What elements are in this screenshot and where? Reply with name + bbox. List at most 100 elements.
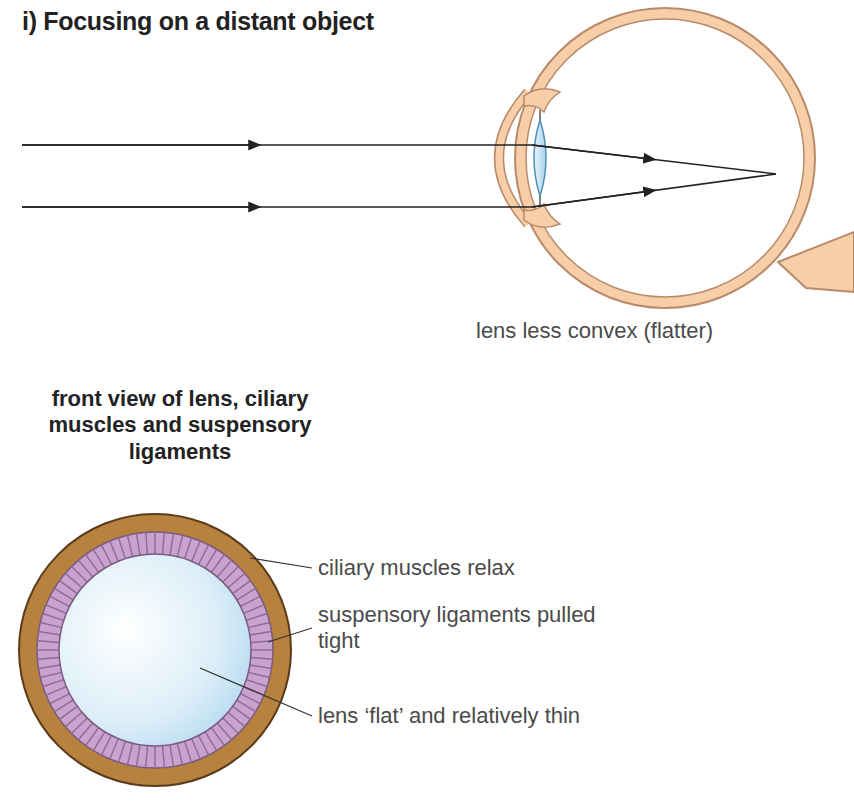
- suspensory-ligament-ring: [37, 532, 273, 768]
- ligament-stripe: [60, 706, 78, 719]
- ligament-stripe: [170, 534, 174, 556]
- ligament-stripe: [251, 658, 273, 660]
- ligament-stripe: [40, 623, 61, 628]
- ligament-stripe: [177, 743, 182, 764]
- ray-arrow: [22, 144, 255, 146]
- leader-line: [250, 558, 312, 568]
- ligament-stripe: [250, 632, 272, 636]
- ligament-stripes: [37, 532, 273, 768]
- ligament-stripe: [246, 614, 267, 621]
- ligament-stripe: [60, 581, 78, 594]
- label: lens ‘flat’ and relatively thin: [318, 703, 580, 729]
- ligament-stripe: [54, 588, 73, 600]
- ligament-stripe: [241, 596, 261, 606]
- ligament-stripe: [119, 538, 126, 559]
- ligament-stripe: [237, 700, 256, 712]
- ligament-stripe: [43, 614, 64, 621]
- ligament-stripe: [228, 712, 245, 726]
- ligament-stripe: [86, 728, 99, 746]
- ligament-stripe: [50, 596, 70, 606]
- title: i) Focusing on a distant object: [22, 6, 374, 36]
- ligament-stripe: [37, 649, 59, 650]
- ligament-stripe: [54, 700, 73, 712]
- ligament-stripe: [39, 665, 61, 669]
- ligament-stripe: [241, 694, 261, 704]
- ligament-stripe: [37, 641, 59, 643]
- ligament-stripe: [137, 745, 141, 767]
- ray-arrow: [532, 191, 650, 207]
- ligament-stripe: [177, 535, 182, 556]
- ligament-stripe: [185, 538, 192, 559]
- cornea-fill: [499, 92, 528, 224]
- ligament-stripe: [154, 532, 155, 554]
- light-ray: [532, 145, 776, 174]
- ligament-stripe: [154, 746, 155, 768]
- ligament-stripe: [40, 672, 61, 677]
- ligament-stripe: [46, 687, 66, 696]
- ligament-stripe: [65, 573, 82, 587]
- ligament-stripe: [93, 732, 105, 751]
- ligament-stripe: [211, 728, 224, 746]
- ligament-stripe: [170, 745, 174, 767]
- ligament-stripe: [39, 632, 61, 636]
- ligament-stripe: [93, 549, 105, 568]
- label: suspensory ligaments pulled tight: [318, 602, 638, 655]
- ligament-stripe: [72, 718, 88, 734]
- ligament-stripe: [248, 672, 269, 677]
- ligament-stripe: [86, 555, 99, 573]
- ligament-stripe: [217, 560, 231, 577]
- ligament-stripe: [205, 549, 217, 568]
- ray-arrow: [532, 145, 650, 159]
- ligament-stripe: [233, 706, 251, 719]
- label: ciliary muscles relax: [318, 555, 515, 581]
- ligament-stripe: [101, 545, 111, 565]
- ligament-stripe: [211, 555, 224, 573]
- ligament-stripe: [248, 623, 269, 628]
- ligament-stripe: [72, 567, 88, 583]
- ligament-stripe: [65, 712, 82, 726]
- ligament-stripe: [250, 665, 272, 669]
- ligament-stripe: [192, 739, 201, 759]
- ligament-stripe: [163, 532, 165, 554]
- ligament-stripe: [37, 658, 59, 660]
- ligament-stripe: [78, 560, 92, 577]
- ciliary-body: [524, 89, 560, 112]
- ligament-stripe: [110, 739, 119, 759]
- heading: front view of lens, ciliary muscles and …: [40, 386, 320, 465]
- ligament-stripe: [146, 532, 148, 554]
- label: lens less convex (flatter): [476, 318, 713, 344]
- ligament-stripe: [110, 541, 119, 561]
- ligament-stripe: [101, 736, 111, 756]
- lens: [534, 120, 546, 196]
- light-ray: [532, 174, 776, 207]
- ligament-stripe: [192, 541, 201, 561]
- light-ray: [22, 144, 532, 146]
- ciliary-muscle-ring: [19, 514, 291, 786]
- front-lens: [59, 554, 251, 746]
- ligament-stripe: [237, 588, 256, 600]
- ligament-stripe: [78, 723, 92, 740]
- ligament-stripe: [199, 736, 209, 756]
- ligament-stripe: [146, 746, 148, 768]
- cornea: [499, 92, 528, 224]
- ligament-stripe: [233, 581, 251, 594]
- ligament-stripe: [244, 605, 264, 614]
- ligament-stripe: [217, 723, 231, 740]
- ligament-stripe: [228, 573, 245, 587]
- ray-arrow: [22, 206, 255, 208]
- leader-line: [268, 628, 312, 642]
- ligament-stripe: [43, 680, 64, 687]
- ligament-stripe: [223, 718, 239, 734]
- ligament-stripe: [128, 743, 133, 764]
- eye-interior: [526, 19, 804, 297]
- ligament-stripe: [163, 746, 165, 768]
- ligament-stripe: [50, 694, 70, 704]
- ligament-stripe: [119, 741, 126, 762]
- ligament-stripe: [137, 534, 141, 556]
- ligament-stripe: [199, 545, 209, 565]
- ligament-stripe: [128, 535, 133, 556]
- leader-line: [200, 668, 312, 716]
- ligament-stripe: [205, 732, 217, 751]
- ligament-stripe: [46, 605, 66, 614]
- eyeball: [515, 8, 815, 308]
